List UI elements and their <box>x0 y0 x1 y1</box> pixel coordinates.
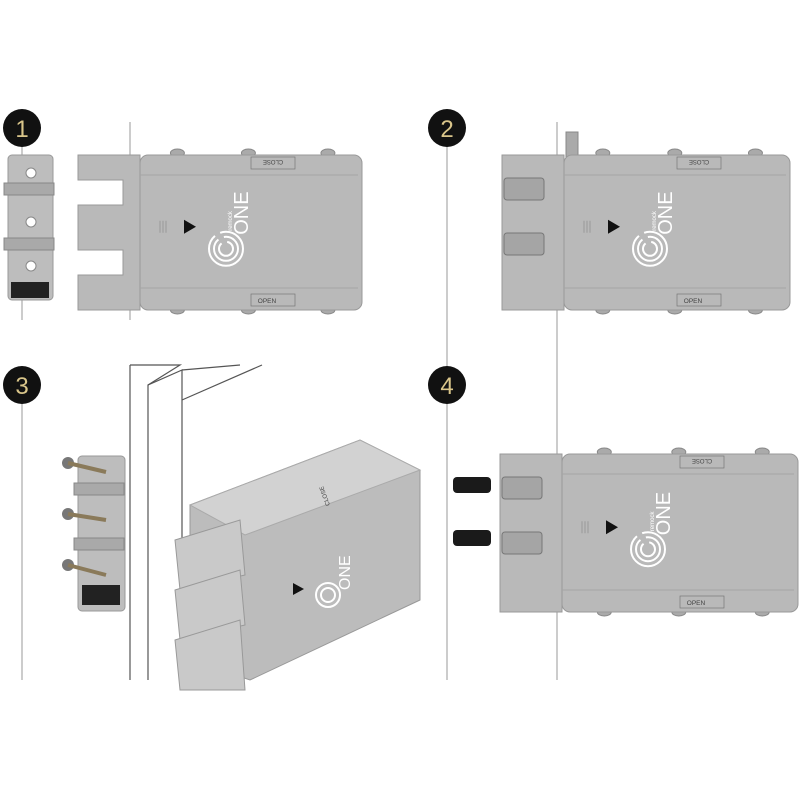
step-badge-2: 2 <box>428 109 466 147</box>
bolt-pin <box>565 131 579 158</box>
bolt-caps <box>453 477 491 546</box>
step-number: 3 <box>15 373 28 400</box>
lock-body <box>563 154 791 311</box>
logo-icon <box>315 582 341 608</box>
door-frame <box>129 364 263 680</box>
lock-close-label: CLOSE <box>692 457 712 463</box>
lock-open-label: OPEN <box>258 298 277 305</box>
screw-icon <box>62 559 107 577</box>
arrow-icon <box>608 219 620 234</box>
arrow-icon <box>606 520 618 535</box>
lock-brand: ONE <box>655 191 677 234</box>
logo-ring <box>640 541 656 558</box>
lock-perspective: ONE CLOSE <box>174 439 422 691</box>
screw-icon <box>62 508 107 522</box>
lock-bolt <box>503 177 545 201</box>
logo-icon <box>208 230 244 267</box>
lock-open-label: OPEN <box>684 298 703 305</box>
screw-icon <box>62 457 107 474</box>
open-label-box <box>250 293 296 307</box>
close-label-box <box>679 455 725 469</box>
lock-close-label: CLOSE <box>263 158 283 164</box>
logo-ring <box>637 235 663 262</box>
step-badge-1: 1 <box>3 109 41 147</box>
lock-body <box>561 453 799 613</box>
arrow-icon <box>184 219 196 234</box>
lock-close-label: CLOSE <box>689 158 709 164</box>
step-badge-3: 3 <box>3 366 41 404</box>
strike-plate-with-screws <box>62 455 126 612</box>
step-number: 1 <box>15 116 28 143</box>
lock-brand: ONE <box>653 492 675 535</box>
lock-bolt <box>501 531 543 555</box>
lock-bolt <box>503 232 545 256</box>
lock-brand-small: remock <box>650 511 656 532</box>
logo-ring <box>632 230 668 267</box>
logo-icon <box>632 230 668 267</box>
open-label-box <box>676 293 722 307</box>
logo-ring <box>642 240 658 257</box>
lock-brand: ONE <box>337 555 354 590</box>
lock-brand-small: remock <box>228 210 234 231</box>
lock-open-label: OPEN <box>687 600 706 607</box>
logo-ring <box>635 536 661 563</box>
logo-ring <box>218 240 234 257</box>
step-number: 2 <box>440 116 453 143</box>
step-badge-4: 4 <box>428 366 466 404</box>
arrow-icon <box>293 583 304 595</box>
lock-brand: ONE <box>231 191 253 234</box>
close-label-box <box>676 156 722 170</box>
strike-plate <box>3 154 55 301</box>
open-label-box <box>679 595 725 609</box>
lock-bolt <box>501 476 543 500</box>
lock-body <box>139 154 363 311</box>
logo-ring <box>208 230 244 267</box>
lock-bolt-housing <box>77 154 141 311</box>
lock-brand-small: remock <box>652 210 658 231</box>
step-number: 4 <box>440 373 453 400</box>
logo-icon <box>630 531 666 568</box>
logo-ring <box>630 531 666 568</box>
logo-ring <box>213 235 239 262</box>
close-label-box <box>250 156 296 170</box>
